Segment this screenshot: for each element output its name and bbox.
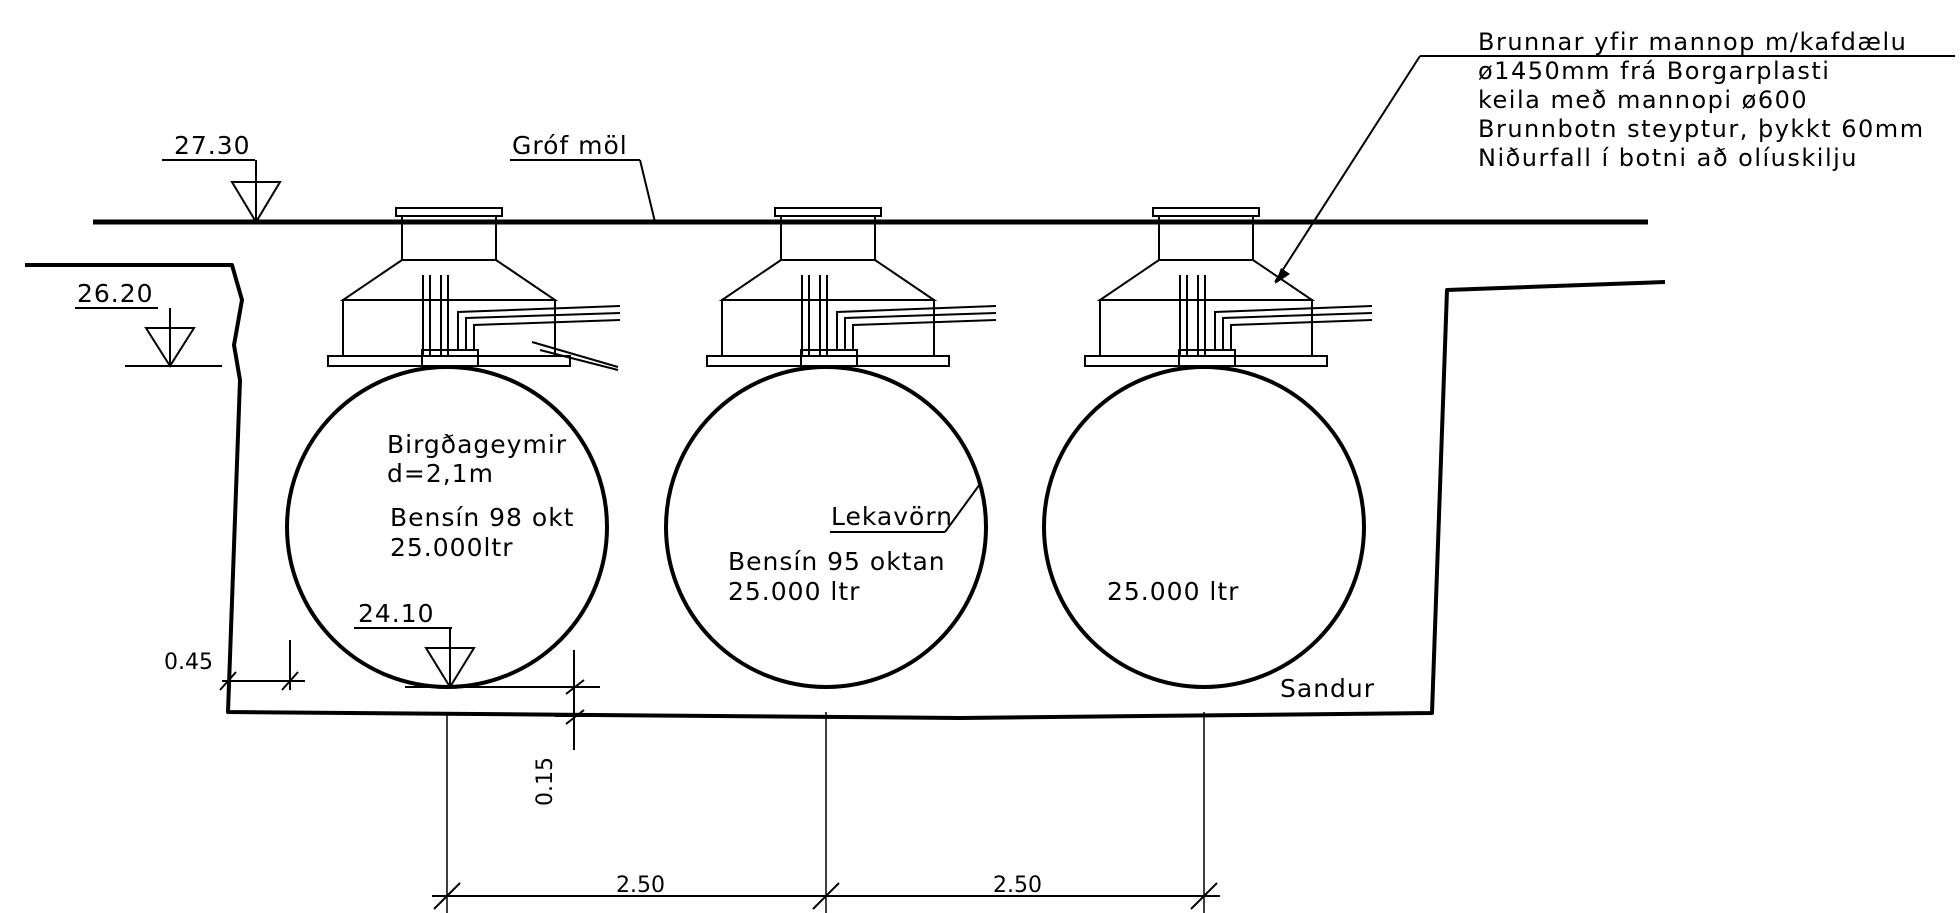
dim-tank-spacing [432, 712, 1220, 913]
tank-2-manhole [706, 207, 997, 367]
level-marker-ground [162, 159, 282, 224]
gravel-leader [510, 159, 656, 223]
dim-bottom-clearance [555, 650, 600, 750]
tank-2: Bensín 95 oktan 25.000 ltr [664, 207, 997, 689]
tank-2-line-2: 25.000 ltr [728, 577, 860, 606]
note-line-2: ø1450mm frá Borgarplasti [1478, 57, 1830, 85]
leak-protection-leader [830, 483, 981, 533]
level-excavation-label: 26.20 [77, 279, 154, 308]
dim-side-clearance [219, 640, 305, 691]
note-block: Brunnar yfir mannop m/kafdælu ø1450mm fr… [1478, 28, 1925, 172]
level-ground-label: 27.30 [174, 131, 251, 160]
tank-1: Birgðageymir d=2,1m Bensín 98 okt 25.000… [285, 207, 621, 689]
tank-1-line-3: Bensín 98 okt [390, 503, 574, 532]
level-tank-bottom-label: 24.10 [358, 599, 435, 628]
tank-3-line-1: 25.000 ltr [1107, 577, 1239, 606]
note-line-5: Niðurfall í botni að olíuskilju [1478, 144, 1858, 172]
leak-protection-label: Lekavörn [831, 502, 953, 531]
tank-3-shell [1042, 365, 1366, 689]
tank-1-line-1: Birgðageymir [387, 430, 567, 459]
note-line-3: keila með mannopi ø600 [1478, 86, 1808, 114]
note-line-1: Brunnar yfir mannop m/kafdælu [1478, 28, 1907, 56]
excavation-outline [25, 263, 1666, 720]
level-marker-excavation [75, 307, 222, 368]
level-marker-tank-bottom [354, 627, 600, 689]
tank-3: 25.000 ltr [1042, 207, 1373, 689]
note-leader [1274, 55, 1955, 284]
note-line-4: Brunnbotn steyptur, þykkt 60mm [1478, 115, 1925, 143]
bottom-clearance-label: 0.15 [533, 757, 558, 806]
spacing-2-label: 2.50 [993, 873, 1042, 898]
tank-1-line-2: d=2,1m [387, 459, 494, 488]
tank-2-line-1: Bensín 95 oktan [728, 547, 946, 576]
tank-3-manhole [1084, 207, 1373, 367]
sand-label: Sandur [1280, 674, 1375, 703]
spacing-1-label: 2.50 [616, 873, 665, 898]
gravel-label: Gróf möl [512, 131, 628, 160]
tank-1-manhole [327, 207, 621, 371]
side-clearance-label: 0.45 [164, 650, 213, 675]
tank-1-line-4: 25.000ltr [390, 533, 514, 562]
